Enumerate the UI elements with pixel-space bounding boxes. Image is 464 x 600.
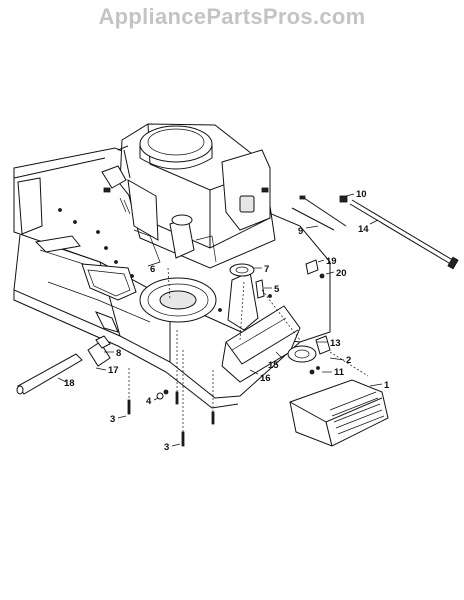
callout-2: 2 (346, 355, 351, 366)
callout-20: 20 (336, 268, 347, 279)
callout-labels: 1 2 3 3 4 5 6 7 8 9 10 11 13 14 15 16 17 (57, 189, 390, 453)
callout-17: 17 (108, 365, 119, 376)
callout-15: 15 (268, 360, 279, 371)
callout-19: 19 (326, 256, 337, 267)
callout-7: 7 (264, 264, 269, 275)
callout-3b: 3 (164, 442, 169, 453)
hardware-parts (16, 195, 459, 447)
callout-18: 18 (64, 378, 75, 389)
muffler-assembly (221, 263, 389, 447)
callout-16: 16 (260, 373, 271, 384)
watermark-text: AppliancePartsPros.com (98, 4, 366, 29)
callout-6: 6 (150, 264, 155, 275)
callout-11: 11 (334, 367, 345, 378)
callout-14: 14 (358, 224, 369, 235)
callout-5: 5 (274, 284, 280, 295)
callout-3a: 3 (110, 414, 115, 425)
callout-10: 10 (356, 189, 367, 200)
callout-9: 9 (298, 226, 303, 237)
callout-13: 13 (330, 338, 341, 349)
engine-assembly (101, 123, 276, 269)
callout-8: 8 (116, 348, 121, 359)
callout-4: 4 (146, 396, 152, 407)
callout-1: 1 (384, 380, 390, 391)
